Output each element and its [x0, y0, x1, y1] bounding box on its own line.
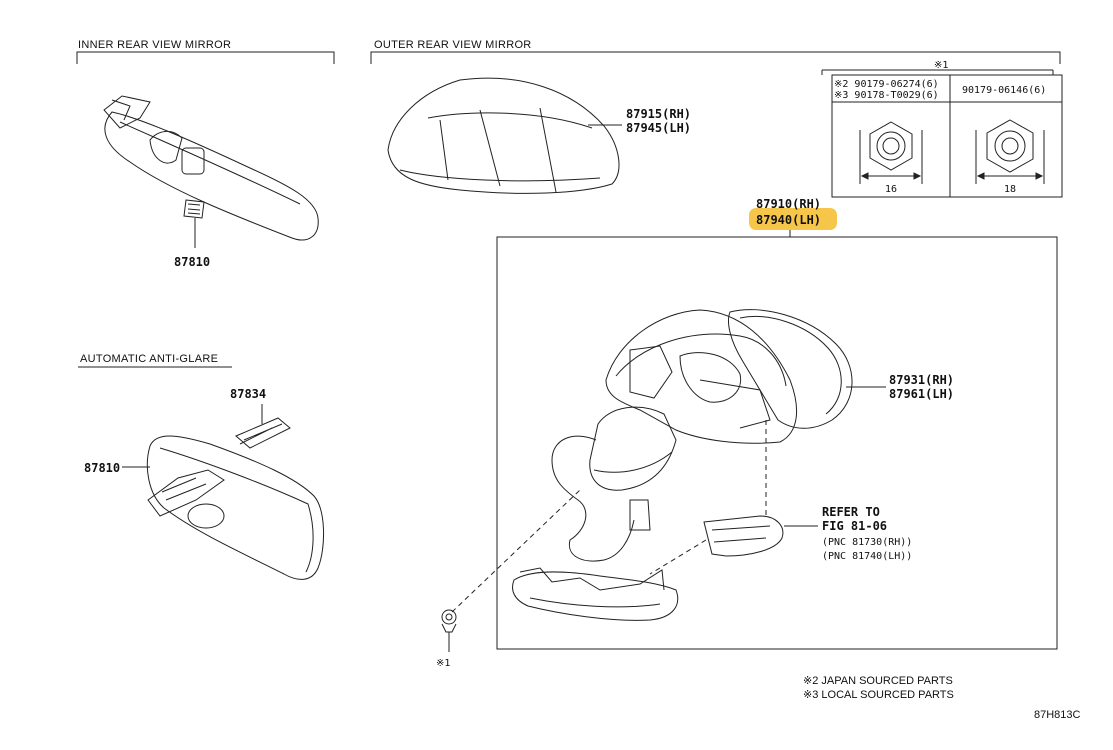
refer-line1: REFER TO [822, 505, 880, 519]
part-87910[interactable]: 87910(RH) [756, 197, 821, 211]
highlight-87940 [749, 208, 837, 230]
mirror-cover-drawing [387, 77, 622, 194]
section-auto-title: AUTOMATIC ANTI-GLARE [80, 353, 218, 365]
dashed-leaders [451, 420, 767, 613]
anti-glare-mirror-drawing [122, 404, 325, 580]
part-87961[interactable]: 87961(LH) [889, 387, 954, 401]
mirror-glass-drawing [728, 309, 886, 429]
nut-table-ref: ※1 [934, 60, 948, 71]
inner-mirror-drawing [103, 95, 319, 248]
nut-col1-line1: ※2 90179-06274(6) [834, 79, 939, 90]
nut-16 [859, 121, 923, 184]
nut-col1-line2: ※3 90178-T0029(6) [834, 90, 939, 101]
section-outer-title: OUTER REAR VIEW MIRROR [374, 39, 532, 51]
note-japan: ※2 JAPAN SOURCED PARTS [803, 675, 953, 687]
nut-col2: 90179-06146(6) [962, 85, 1046, 96]
refer-line3: (PNC 81730(RH)) [822, 537, 912, 548]
figure-code: 87H813C [1034, 709, 1081, 721]
part-87810-left[interactable]: 87810 [84, 461, 120, 475]
part-87940[interactable]: 87940(LH) [756, 213, 821, 227]
assembly-box [496, 236, 1058, 650]
nut-dim-18: 18 [1004, 184, 1016, 195]
part-87945[interactable]: 87945(LH) [626, 121, 691, 135]
bolt-ref: ※1 [436, 658, 450, 669]
section-inner-title: INNER REAR VIEW MIRROR [78, 39, 231, 51]
mirror-body-drawing [551, 309, 798, 562]
bolt-drawing [441, 609, 457, 652]
refer-line4: (PNC 81740(LH)) [822, 551, 912, 562]
note-local: ※3 LOCAL SOURCED PARTS [803, 689, 954, 701]
turn-signal-drawing [703, 515, 818, 557]
outer-section-bracket [370, 51, 1061, 64]
part-87931[interactable]: 87931(RH) [889, 373, 954, 387]
nut-dim-16: 16 [885, 184, 897, 195]
part-87915[interactable]: 87915(RH) [626, 107, 691, 121]
inner-section-bracket [76, 51, 335, 64]
refer-line2[interactable]: FIG 81-06 [822, 519, 887, 533]
nut-table [821, 69, 1063, 198]
lower-housing-drawing [512, 567, 679, 621]
part-87810-top[interactable]: 87810 [174, 255, 210, 269]
nut-18 [975, 119, 1045, 184]
part-87834[interactable]: 87834 [230, 387, 266, 401]
